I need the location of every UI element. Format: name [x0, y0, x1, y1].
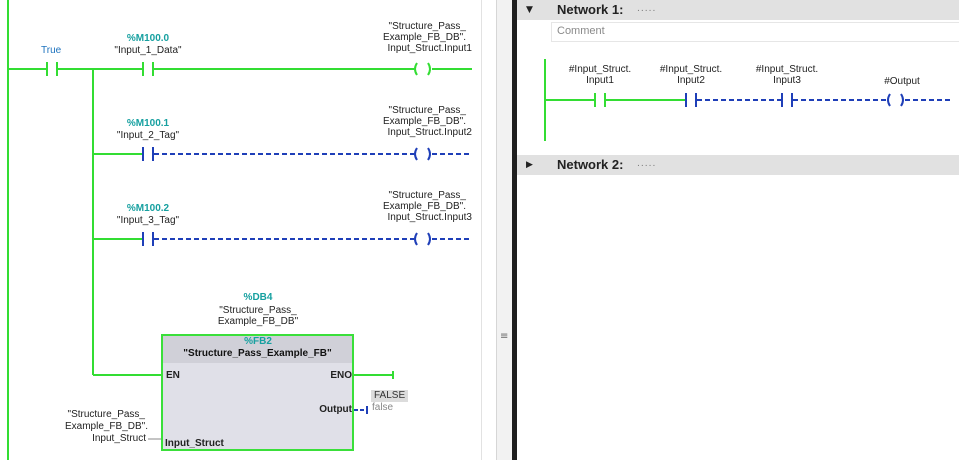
coil-input3-right [427, 232, 431, 246]
network-2-header[interactable]: ▶ Network 2: ..... [517, 155, 959, 175]
coil-1-line3[interactable]: Input_Struct.Input1 [387, 43, 472, 54]
coil-2-line3[interactable]: Input_Struct.Input2 [387, 127, 472, 138]
ladder-diagram [7, 0, 472, 460]
network-1-ladder [544, 59, 950, 141]
expand-triangle-icon[interactable]: ▶ [526, 160, 533, 170]
coil-input1-right [427, 62, 431, 76]
pin-eno: ENO [330, 370, 352, 381]
rung-3[interactable] [93, 232, 472, 246]
n1-contact3-line1[interactable]: #Input_Struct. [755, 64, 819, 75]
pin-input-struct: Input_Struct [165, 438, 224, 449]
pin-en: EN [166, 370, 180, 381]
contact-1-tag[interactable]: "Input_1_Data" [114, 45, 182, 56]
contact-3-tag[interactable]: "Input_3_Tag" [116, 215, 180, 226]
fb-block[interactable] [161, 334, 354, 451]
fb-address: %FB2 [244, 336, 272, 347]
network-1-comment[interactable]: Comment [551, 22, 959, 42]
input-param-line2[interactable]: Example_FB_DB". [64, 421, 148, 432]
network-1-header[interactable]: ▼ Network 1: ..... [517, 0, 959, 20]
coil-3-line1[interactable]: "Structure_Pass_ [388, 190, 466, 201]
rung-1[interactable] [8, 62, 472, 76]
coil-3-line2[interactable]: Example_FB_DB". [382, 201, 466, 212]
network-1-title: Network 1: [557, 2, 624, 17]
ladder-frame [481, 0, 482, 460]
input-param-line3[interactable]: Input_Struct [92, 433, 146, 444]
rung-2[interactable] [93, 147, 472, 161]
fb-code-editor: ▼ Network 1: ..... Comment #Input_Struct… [517, 0, 959, 460]
pane-divider [512, 0, 517, 460]
coil-3-line3[interactable]: Input_Struct.Input3 [387, 212, 472, 223]
coil-input3-left [414, 232, 418, 246]
coil-2-line1[interactable]: "Structure_Pass_ [388, 105, 466, 116]
input-param-line1[interactable]: "Structure_Pass_ [67, 409, 145, 420]
pin-output: Output [319, 404, 352, 415]
network-2-name[interactable]: ..... [637, 159, 657, 169]
pane-splitter[interactable]: ≡ [496, 0, 513, 460]
db-name-line2[interactable]: Example_FB_DB" [217, 316, 299, 327]
n1-coil-left [887, 93, 891, 107]
collapse-triangle-icon[interactable]: ▼ [526, 5, 533, 15]
n1-coil-right [900, 93, 904, 107]
output-monitor-value[interactable]: FALSE [371, 390, 409, 402]
true-label: True [41, 45, 62, 56]
coil-1-line1[interactable]: "Structure_Pass_ [388, 21, 466, 32]
coil-input2-right [427, 147, 431, 161]
fb-name[interactable]: "Structure_Pass_Example_FB" [183, 348, 332, 359]
splitter-grip-icon[interactable]: ≡ [500, 331, 509, 342]
output-live-value: false [372, 402, 394, 413]
db-address: %DB4 [243, 292, 273, 303]
n1-coil-label[interactable]: #Output [884, 76, 920, 87]
n1-contact1-line2[interactable]: Input1 [586, 75, 614, 86]
coil-input2-left [414, 147, 418, 161]
n1-contact2-line1[interactable]: #Input_Struct. [659, 64, 723, 75]
contact-3-address: %M100.2 [126, 203, 170, 214]
db-name-line1[interactable]: "Structure_Pass_ [219, 305, 297, 316]
coil-1-line2[interactable]: Example_FB_DB". [382, 32, 466, 43]
ladder-online-view: True %M100.0 "Input_1_Data" "Structure_P… [7, 0, 482, 460]
n1-contact1-line1[interactable]: #Input_Struct. [568, 64, 632, 75]
coil-2-line2[interactable]: Example_FB_DB". [382, 116, 466, 127]
contact-1-address: %M100.0 [126, 33, 170, 44]
network-2-title: Network 2: [557, 157, 624, 172]
n1-contact3-line2[interactable]: Input3 [773, 75, 801, 86]
contact-2-address: %M100.1 [126, 118, 170, 129]
n1-contact2-line2[interactable]: Input2 [677, 75, 705, 86]
contact-2-tag[interactable]: "Input_2_Tag" [116, 130, 180, 141]
fb-title-bar [163, 336, 352, 363]
comment-placeholder: Comment [557, 25, 605, 37]
network-1-name[interactable]: ..... [637, 4, 657, 14]
coil-input1-left [414, 62, 418, 76]
